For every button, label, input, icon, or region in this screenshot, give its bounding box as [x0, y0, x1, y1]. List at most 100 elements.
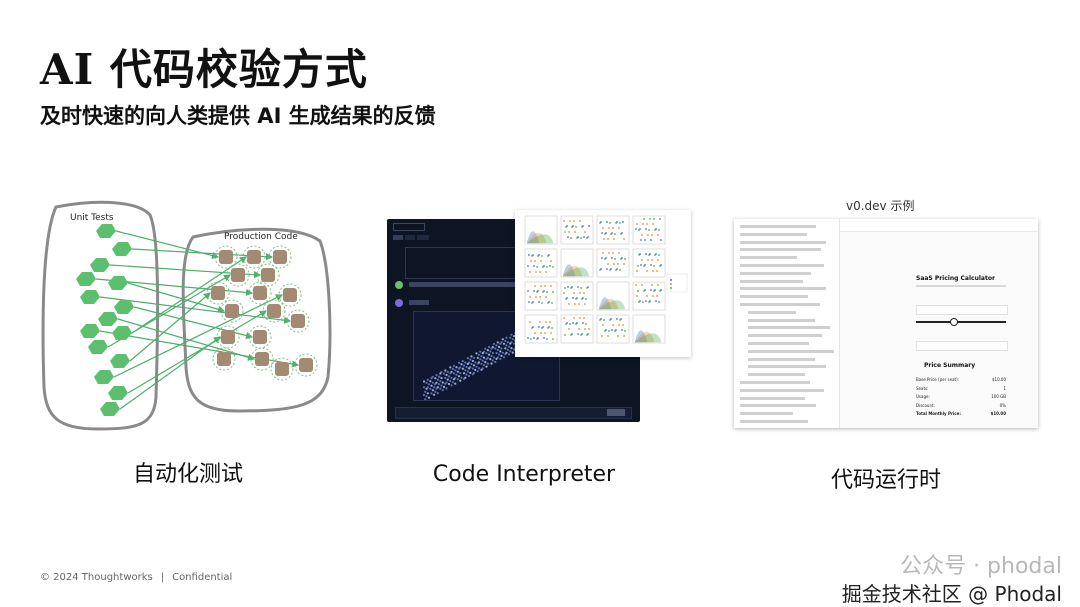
test-node: [90, 258, 110, 272]
pairplot-point: [601, 232, 603, 234]
pairplot-point: [601, 335, 603, 337]
pairplot-point: [528, 301, 530, 303]
pairplot-cell: [524, 215, 558, 245]
pairplot-point: [580, 334, 582, 336]
pairplot-point: [622, 324, 624, 326]
row-label: Seats:: [916, 385, 929, 391]
scatter-point: [467, 374, 471, 378]
scatter-point: [509, 336, 512, 339]
scatter-point: [437, 383, 441, 386]
unit-tests-label: Unit Tests: [70, 213, 114, 223]
scatter-point: [422, 393, 426, 396]
pairplot-point: [636, 295, 638, 297]
pairplot-point: [544, 285, 546, 287]
usage-slider-handle[interactable]: [950, 318, 958, 326]
pairplot-point: [541, 302, 543, 304]
pairplot-point: [642, 301, 644, 303]
pairplot-point: [546, 291, 548, 293]
chat-text-line: [740, 381, 811, 384]
pairplot-point: [601, 257, 603, 259]
pairplot-point: [552, 291, 554, 293]
scatter-point: [504, 339, 507, 342]
scatter-point: [439, 372, 442, 375]
pairplot-point: [543, 337, 545, 339]
pairplot-point: [603, 238, 605, 240]
pairplot-point: [586, 287, 588, 289]
scatter-point: [436, 386, 439, 389]
pairplot-point: [536, 291, 538, 293]
price-summary-row: Total Monthly Price:$10.00: [916, 411, 1006, 416]
production-node: [267, 304, 281, 318]
legend-marker: [670, 287, 672, 289]
density-curve: [562, 264, 576, 277]
scatter-point: [430, 392, 433, 395]
send-button[interactable]: [607, 409, 625, 416]
pairplot-point: [643, 218, 645, 220]
pairplot-point: [538, 301, 540, 303]
scatter-point: [487, 345, 491, 349]
pairplot-point: [586, 334, 588, 336]
scatter-point: [424, 390, 427, 393]
pairplot-point: [599, 269, 601, 271]
scatter-point: [482, 364, 486, 367]
pairplot-point: [568, 231, 570, 233]
production-node: [221, 330, 235, 344]
row-label: Discount:: [916, 402, 935, 408]
scatter-point: [444, 382, 447, 385]
price-summary-row: Base Price (per seat):$10.00: [916, 377, 1006, 382]
scatter-point: [422, 386, 426, 389]
footer: © 2024 Thoughtworks|Confidential: [40, 572, 232, 583]
pairplot-point: [646, 223, 648, 225]
pairplot-point: [563, 220, 565, 222]
pairplot-cell: [596, 248, 630, 278]
test-node: [88, 340, 108, 354]
pairplot-cell: [596, 215, 630, 245]
pairplot-point: [659, 218, 661, 220]
pairplot-point: [577, 333, 579, 335]
test-arrow: [99, 296, 292, 324]
pairplot-point: [563, 317, 565, 319]
scatter-point: [505, 336, 508, 339]
pairplot-point: [611, 329, 613, 331]
density-curve: [634, 330, 648, 343]
scatter-point: [456, 370, 459, 373]
pairplot-point: [584, 231, 586, 233]
scatter-point: [500, 354, 503, 357]
production-node-ring: [226, 263, 250, 287]
scatter-point: [477, 353, 481, 356]
scatter-point: [485, 352, 488, 355]
scatter-point: [465, 373, 468, 376]
scatter-point: [474, 368, 477, 371]
pairplot-cell: [560, 281, 594, 311]
pairplot-point: [550, 285, 552, 287]
pairplot-cell: [560, 314, 594, 344]
test-node: [112, 242, 132, 256]
pairplot-point: [588, 328, 590, 330]
pairplot-point: [637, 265, 639, 267]
chat-input[interactable]: [395, 407, 632, 419]
chat-text-line: [748, 318, 815, 322]
pairplot-point: [623, 238, 625, 240]
pairplot-point: [527, 265, 529, 267]
scatter-point: [497, 345, 501, 348]
scatter-point: [497, 353, 501, 356]
scatter-point: [490, 354, 493, 358]
discount-select[interactable]: [916, 341, 1008, 351]
pairplot-point: [652, 270, 654, 272]
scatter-point: [450, 384, 453, 387]
pairplot-point: [612, 252, 614, 254]
scatter-point: [505, 344, 508, 347]
scatter-point: [470, 362, 473, 366]
watermark-line-2: 掘金技术社区 @ Phodal: [841, 582, 1062, 606]
pairplot-point: [657, 284, 659, 286]
chat-text-line: [748, 357, 815, 361]
pairplot-point: [604, 233, 606, 235]
pairplot-point: [640, 264, 642, 266]
pairplot-point: [643, 265, 645, 267]
pairplot-point: [565, 298, 567, 300]
footer-separator: |: [160, 572, 165, 583]
chat-text-line: [740, 264, 824, 267]
seats-input[interactable]: [916, 305, 1008, 315]
scatter-point: [471, 359, 474, 362]
pairplot-point: [645, 228, 647, 230]
